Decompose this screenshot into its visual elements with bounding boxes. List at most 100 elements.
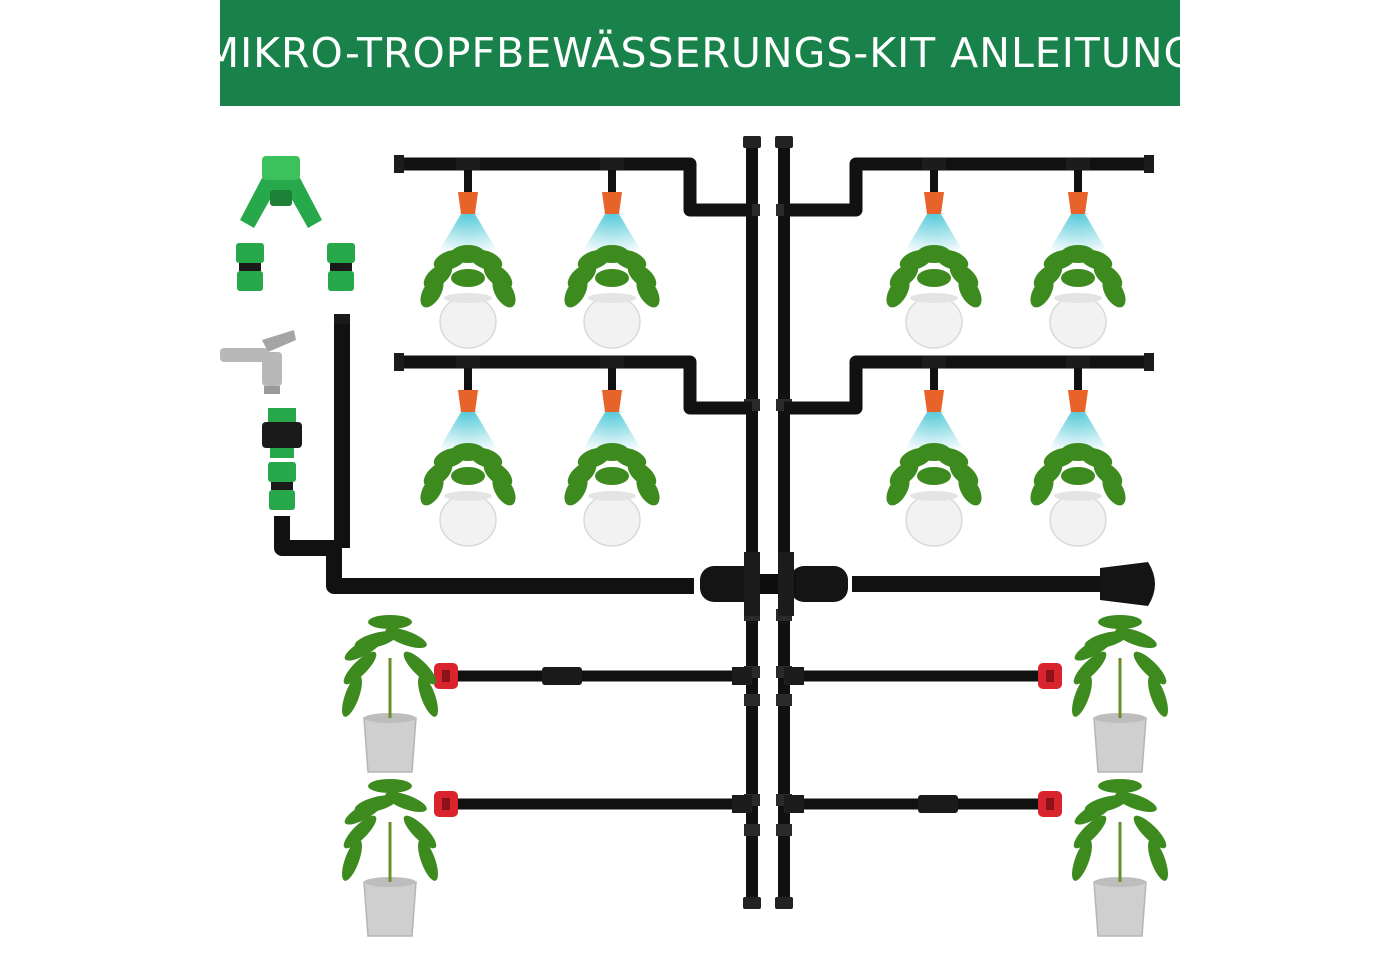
leaf	[886, 276, 910, 308]
leaf	[403, 651, 437, 685]
tube-end	[334, 314, 350, 324]
leaf	[451, 467, 485, 485]
sprayer-stem	[608, 362, 616, 390]
adapter-bottom	[270, 448, 294, 458]
leaf	[595, 269, 629, 287]
riser-top-cap	[743, 136, 761, 148]
drip-row-left	[434, 791, 752, 817]
dripper-core	[1046, 670, 1054, 682]
mist-sprayer	[902, 356, 966, 454]
mist-spray	[902, 214, 966, 256]
faucet-thread	[264, 386, 280, 394]
cylinder-pot	[363, 881, 417, 937]
round-pot	[439, 493, 497, 547]
end-plug	[1144, 155, 1154, 173]
orange-mist-nozzle-icon	[1068, 390, 1088, 412]
pot-rim	[910, 491, 958, 501]
leaf	[917, 467, 951, 485]
sprayer-stem	[464, 362, 472, 390]
diagram-panel	[220, 106, 1180, 960]
grey-cylinder-pot-plant-icon	[342, 779, 438, 937]
leaf	[917, 245, 951, 263]
orange-mist-nozzle-icon	[1068, 192, 1088, 214]
mist-row-left	[394, 155, 752, 349]
leaf	[1072, 675, 1092, 717]
leaf	[492, 276, 516, 308]
white-round-pot-plant-icon	[886, 443, 982, 547]
pot-rim	[1054, 491, 1102, 501]
cylinder-pot	[1093, 881, 1147, 937]
sprayer-stem	[464, 164, 472, 192]
red-adjustable-dripper-icon	[1038, 791, 1062, 817]
faucet-icon	[220, 330, 296, 394]
tube	[784, 355, 1148, 415]
page-title: MIKRO-TROPFBEWÄSSERUNGS-KIT ANLEITUNG	[203, 29, 1197, 77]
central-risers	[743, 136, 793, 909]
sprayer-stem	[930, 164, 938, 192]
round-pot	[1049, 493, 1107, 547]
white-round-pot-plant-icon	[564, 245, 660, 349]
tee-fitting	[732, 667, 752, 685]
tap-adapter	[262, 408, 302, 458]
leaf	[1115, 792, 1157, 812]
mist-sprayer	[580, 356, 644, 454]
tee-fitting	[1066, 356, 1090, 368]
supply-assembly	[220, 156, 694, 594]
drip-row-right	[784, 663, 1062, 689]
y-valve	[270, 190, 292, 206]
mist-spray	[580, 412, 644, 454]
dripper-core	[1046, 798, 1054, 810]
leaf	[492, 474, 516, 506]
round-pot	[439, 295, 497, 349]
grey-cylinder-pot-plant-icon	[1072, 615, 1168, 773]
tee-fitting	[784, 795, 804, 813]
round-pot	[583, 493, 641, 547]
orange-mist-nozzle-icon	[924, 192, 944, 214]
leaf	[1102, 474, 1126, 506]
leaf	[368, 615, 412, 629]
pot-rim	[910, 293, 958, 303]
leaf	[344, 635, 384, 661]
connector-ring	[239, 263, 261, 271]
riser-joint	[776, 824, 792, 836]
riser-tube	[746, 140, 758, 905]
round-pot	[905, 295, 963, 349]
tee-fitting	[600, 158, 624, 170]
connector-left-body	[700, 566, 758, 602]
leaf	[1061, 443, 1095, 461]
leaf	[342, 839, 362, 881]
white-round-pot-plant-icon	[886, 245, 982, 349]
pot-rim	[588, 491, 636, 501]
leaf	[595, 443, 629, 461]
leaf	[564, 474, 588, 506]
mist-spray	[1046, 412, 1110, 454]
faucet-spout	[262, 352, 282, 386]
connector-port-left	[744, 552, 760, 616]
leaf	[1074, 635, 1114, 661]
green-quick-connector-icon	[268, 462, 296, 510]
mist-sprayer	[1046, 158, 1110, 256]
grey-cylinder-pot-plant-icon	[342, 615, 438, 773]
dripper-core	[442, 670, 450, 682]
orange-mist-nozzle-icon	[458, 192, 478, 214]
red-adjustable-dripper-icon	[434, 663, 458, 689]
leaf	[1061, 269, 1095, 287]
connector-right-body	[790, 566, 848, 602]
leaf	[1098, 779, 1142, 793]
connector-body	[269, 490, 295, 510]
leaf	[1030, 474, 1054, 506]
leaf	[958, 276, 982, 308]
faucet-handle	[262, 330, 296, 352]
green-y-valve-icon	[240, 156, 322, 228]
leaf	[636, 474, 660, 506]
tube	[398, 355, 752, 415]
mist-spray	[436, 412, 500, 454]
pot-rim	[444, 293, 492, 303]
leaf	[595, 467, 629, 485]
cylinder-pot	[1093, 717, 1147, 773]
leaf	[1148, 675, 1168, 717]
sprayer-stem	[930, 362, 938, 390]
inline-coupler	[542, 667, 582, 685]
tee-fitting	[922, 356, 946, 368]
leaf	[420, 276, 444, 308]
